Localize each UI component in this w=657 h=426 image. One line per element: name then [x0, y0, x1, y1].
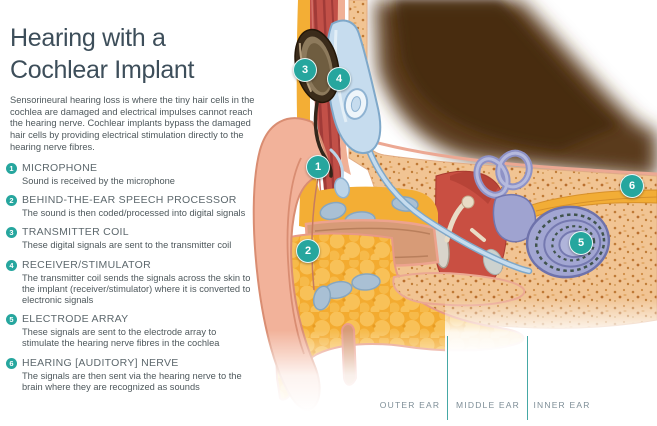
step-number-badge: 5: [6, 314, 17, 326]
step-number-badge: 2: [6, 195, 17, 207]
region-divider-1: [447, 336, 448, 420]
step-heading: MICROPHONE: [22, 162, 98, 174]
page-title: Hearing with a Cochlear Implant: [10, 22, 270, 86]
coil-cable: [313, 101, 333, 178]
step-number-badge: 1: [6, 163, 17, 174]
step-description: Sound is received by the microphone: [22, 176, 175, 186]
region-label-inner-ear: INNER EAR: [533, 400, 591, 410]
diagram-marker-4: 4: [327, 67, 351, 91]
hair: [375, 0, 657, 178]
title-line-1: Hearing with a: [10, 23, 166, 52]
step-heading: TRANSMITTER COIL: [22, 226, 129, 239]
semicircular-canals: [473, 149, 533, 199]
list-item: 3 TRANSMITTER COIL These digital signals…: [6, 226, 258, 251]
step-number-badge: 3: [6, 227, 17, 239]
diagram-marker-6: 6: [620, 174, 644, 198]
list-item: 6 HEARING [AUDITORY] NERVE The signals a…: [6, 357, 258, 393]
cochlear-implant: [294, 19, 606, 275]
region-label-outer-ear: OUTER EAR: [379, 400, 441, 410]
list-item: 1 MICROPHONE Sound is received by the mi…: [6, 162, 258, 187]
skin-line: [366, 138, 657, 176]
electrode-lead: [364, 144, 533, 275]
steps-list: 1 MICROPHONE Sound is received by the mi…: [6, 162, 258, 400]
step-description: These signals are sent to the electrode …: [22, 327, 220, 349]
step-heading: HEARING [AUDITORY] NERVE: [22, 356, 179, 369]
diagram-marker-1: 1: [306, 155, 330, 179]
step-heading: ELECTRODE ARRAY: [22, 313, 129, 326]
region-divider-2: [527, 336, 528, 420]
step-description: The transmitter coil sends the signals a…: [22, 272, 251, 306]
step-description: The signals are then sent via the hearin…: [22, 370, 242, 392]
region-label-middle-ear: MIDDLE EAR: [456, 400, 520, 410]
diagram-marker-5: 5: [569, 231, 593, 255]
step-heading: RECEIVER/STIMULATOR: [22, 258, 151, 271]
step-description: These digital signals are sent to the tr…: [22, 240, 232, 251]
step-heading: BEHIND-THE-EAR SPEECH PROCESSOR: [22, 194, 237, 207]
fade-right: [445, 295, 657, 426]
list-item: 2 BEHIND-THE-EAR SPEECH PROCESSOR The so…: [6, 194, 258, 219]
fade-left: [255, 325, 447, 426]
title-line-2: Cochlear Implant: [10, 55, 195, 84]
step-description: The sound is then coded/processed into d…: [22, 208, 246, 219]
earhook-tube: [329, 148, 350, 199]
step-number-badge: 6: [6, 357, 17, 369]
inner-ear: [473, 149, 611, 279]
step-number-badge: 4: [6, 259, 17, 271]
list-item: 5 ELECTRODE ARRAY These signals are sent…: [6, 313, 258, 349]
electrode-array: [534, 213, 606, 273]
intro-paragraph: Sensorineural hearing loss is where the …: [10, 95, 255, 152]
list-item: 4 RECEIVER/STIMULATOR The transmitter co…: [6, 259, 258, 307]
diagram-marker-2: 2: [296, 239, 320, 263]
receiver-stimulator: [325, 19, 382, 155]
diagram-marker-3: 3: [293, 58, 317, 82]
